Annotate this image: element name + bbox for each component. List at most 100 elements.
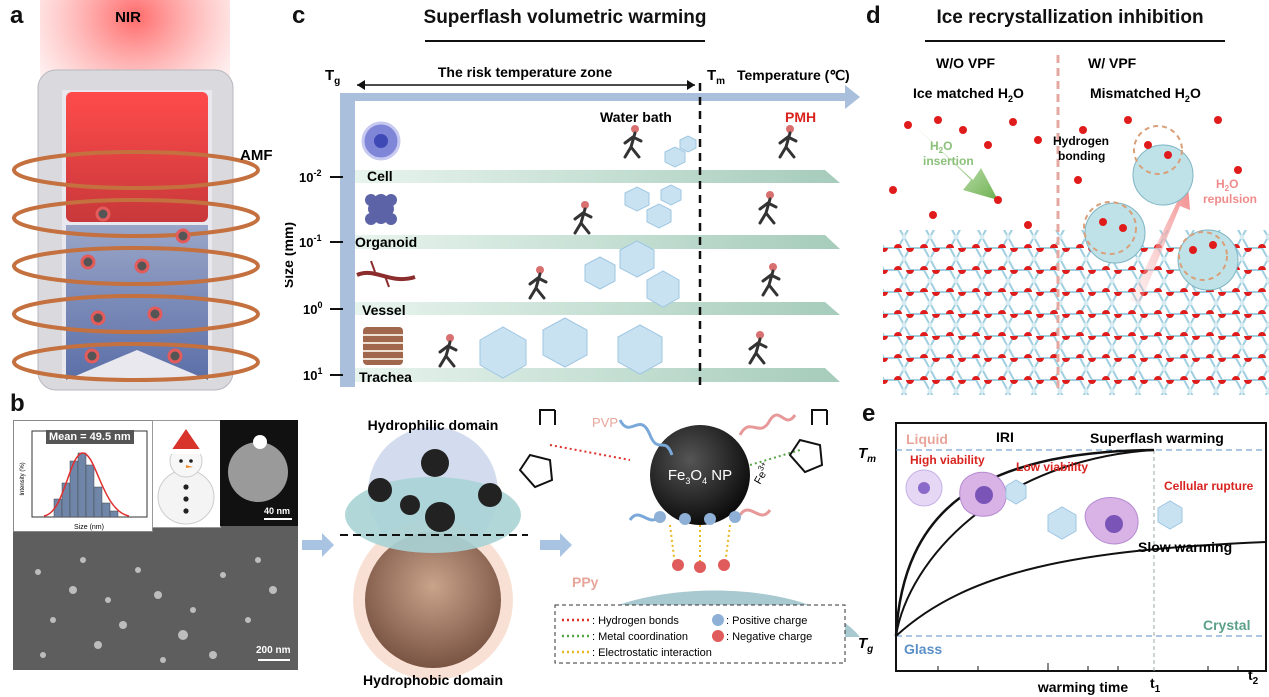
c-tm: T (707, 67, 716, 84)
legend-negative-charge: : Negative charge (726, 631, 812, 643)
w-vpf-label: W/ VPF (1088, 55, 1137, 71)
ppy-label: PPy (572, 574, 599, 590)
tick-vessel-exp: 0 (317, 300, 322, 310)
svg-text:H2O: H2O (930, 139, 952, 155)
insertion-sub: 2 (939, 146, 944, 155)
panel-e-chart: Liquid Glass Crystal IRI Superflash warm… (858, 422, 1267, 695)
hist-x-axis: Size (nm) (74, 524, 104, 531)
ice-matched-label: Ice matched H (913, 85, 1008, 101)
panel-a-illustration: NIR AMF (12, 0, 273, 391)
insertion-o: O (943, 139, 952, 153)
fe3-sup: 3+ (756, 460, 769, 473)
tick-vessel: 10 (303, 302, 317, 317)
repulsion-o: O (1229, 177, 1238, 191)
panel-d-title: Ice recrystallization inhibition (936, 7, 1204, 28)
t1-label: t (1150, 675, 1155, 691)
svg-text:Tg: Tg (325, 67, 340, 87)
svg-text:10-2: 10-2 (299, 168, 321, 185)
mean-label: Mean = 49.5 nm (46, 430, 134, 444)
svg-text:10-1: 10-1 (299, 233, 321, 250)
scale-line-small (264, 518, 292, 520)
tick-cell-exp: -2 (313, 168, 321, 178)
superflash-label: Superflash warming (1090, 430, 1224, 446)
risk-zone-label: The risk temperature zone (438, 64, 612, 80)
warming-time-label: warming time (1037, 679, 1128, 695)
histogram-inset: Intensity (%) Size (nm) Mean = 49.5 nm (13, 420, 153, 532)
panel-label-e: e (862, 400, 876, 427)
svg-text:Tg: Tg (858, 635, 873, 655)
hydrophobic-label: Hydrophobic domain (363, 672, 503, 688)
snowman-inset (152, 420, 221, 528)
scale-bar-40nm: 40 nm (264, 506, 291, 516)
np-fe: Fe (668, 467, 686, 484)
svg-text:Fe3O4 NP: Fe3O4 NP (668, 467, 732, 486)
temperature-axis-label: Temperature (℃) (737, 67, 850, 83)
svg-text:t2: t2 (1248, 667, 1259, 687)
tick-trachea: 10 (303, 368, 317, 383)
stem-inset: 40 nm (220, 420, 298, 526)
slow-warming-label: Slow warming (1138, 539, 1232, 555)
pvp-label: PVP (592, 415, 618, 430)
np-sub2: 4 (702, 476, 707, 486)
low-viability-label: Low viability (1016, 460, 1088, 474)
svg-text:Fe3+: Fe3+ (750, 460, 774, 487)
panel-label-a: a (10, 2, 24, 29)
panel-label-b: b (10, 390, 25, 417)
legend-positive-charge: : Positive charge (726, 615, 807, 627)
svg-text:Ice matched H2O: Ice matched H2O (913, 85, 1024, 104)
panel-mid-illustration: : Hydrogen bonds : Metal coordination : … (302, 409, 860, 688)
amf-label: AMF (240, 147, 273, 164)
insertion-label: insertion (923, 154, 974, 168)
e-tm: T (858, 445, 869, 462)
repulsion-label: repulsion (1203, 192, 1257, 206)
svg-text:H2O: H2O (1216, 177, 1238, 193)
repulsion-sub: 2 (1225, 184, 1230, 193)
scale-line-large (258, 659, 290, 661)
scale-bar-200nm: 200 nm (256, 645, 291, 656)
row-label-trachea: Trachea (359, 369, 412, 385)
hist-y-axis: Intensity (%) (20, 462, 26, 495)
legend-hydrogen-bonds: : Hydrogen bonds (592, 615, 679, 627)
panel-d-title-rule (925, 40, 1225, 42)
liquid-label: Liquid (906, 431, 948, 447)
mismatched-label: Mismatched H (1090, 85, 1185, 101)
fe3-label: Fe (752, 469, 769, 486)
hbond-label-a: Hydrogen (1053, 134, 1109, 148)
sem-particles (35, 557, 277, 663)
wo-vpf-label: W/O VPF (936, 55, 996, 71)
np-sub1: 3 (685, 476, 690, 486)
c-tm-sub: m (716, 76, 725, 87)
panel-c-chart: Tg Tm The risk temperature zone Temperat… (285, 64, 860, 387)
c-tg: T (325, 67, 334, 84)
svg-text:101: 101 (303, 366, 322, 383)
tick-organoid-exp: -1 (313, 233, 321, 243)
row-label-cell: Cell (367, 168, 393, 184)
svg-text:100: 100 (303, 300, 322, 317)
e-tg: T (858, 635, 869, 652)
glass-label: Glass (904, 641, 942, 657)
tick-cell: 10 (299, 170, 313, 185)
hbond-label-b: bonding (1058, 149, 1105, 163)
legend-electrostatic: : Electrostatic interaction (592, 647, 712, 659)
nir-label: NIR (115, 9, 141, 26)
svg-text:Tm: Tm (858, 445, 876, 465)
t1-sub: 1 (1155, 684, 1161, 695)
panel-d-illustration: W/O VPF W/ VPF Ice matched H2O Mismatche… (883, 55, 1269, 395)
mismatched-end: O (1190, 85, 1201, 101)
ice-matched-sub: 2 (1008, 94, 1013, 104)
t2-sub: 2 (1253, 676, 1259, 687)
row-label-vessel: Vessel (362, 302, 406, 318)
water-bath-label: Water bath (600, 109, 672, 125)
np-suffix: NP (707, 467, 732, 484)
mismatched-sub: 2 (1185, 94, 1190, 104)
panel-c-title-rule (425, 40, 705, 42)
insertion-h: H (930, 139, 939, 153)
high-viability-label: High viability (910, 453, 985, 467)
rupture-label: Cellular rupture (1164, 479, 1254, 493)
panel-label-c: c (292, 2, 306, 29)
svg-text:Mismatched H2O: Mismatched H2O (1090, 85, 1201, 104)
c-tg-sub: g (334, 76, 340, 87)
e-tm-sub: m (867, 454, 876, 465)
crystal-label: Crystal (1203, 617, 1250, 633)
tick-organoid: 10 (299, 235, 313, 250)
